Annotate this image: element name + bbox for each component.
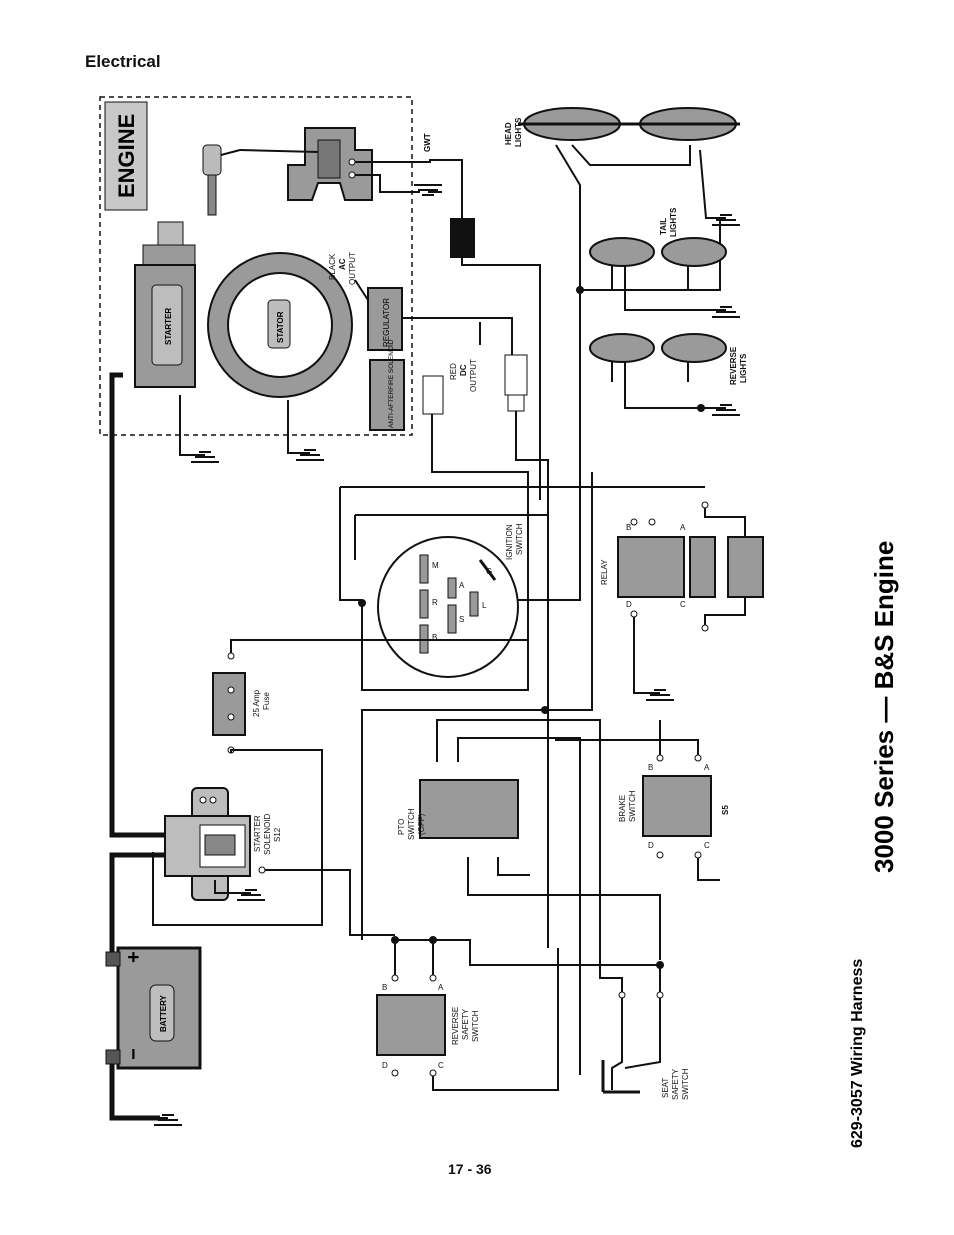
stator: STATOR	[207, 252, 353, 398]
svg-text:BRAKE: BRAKE	[618, 795, 627, 822]
svg-text:A: A	[680, 523, 686, 532]
svg-text:B: B	[626, 523, 631, 532]
starter-solenoid: STARTER SOLENOID S12	[164, 787, 395, 936]
tail-lights: TAIL LIGHTS	[589, 207, 741, 318]
svg-text:SAFETY: SAFETY	[671, 1068, 680, 1100]
page-subtitle: 629-3057 Wiring Harness	[849, 959, 866, 1148]
section-heading: Electrical	[85, 52, 161, 71]
svg-text:S5: S5	[721, 805, 730, 815]
svg-text:SOLENOID: SOLENOID	[263, 813, 272, 855]
black-ac-label: BLACK AC OUTPUT	[328, 252, 357, 285]
battery-plus: +	[123, 951, 145, 963]
svg-text:LIGHTS: LIGHTS	[514, 117, 523, 147]
svg-text:ANTI-AFTERFIRE SOLENOID: ANTI-AFTERFIRE SOLENOID	[388, 339, 395, 428]
svg-text:D: D	[648, 841, 654, 850]
battery: BATTERY + −	[105, 946, 202, 1070]
svg-text:M: M	[432, 561, 439, 570]
svg-text:Fuse: Fuse	[262, 692, 271, 710]
svg-text:A: A	[459, 581, 465, 590]
svg-text:(OFF): (OFF)	[417, 813, 426, 835]
page-title: 3000 Series — B&S Engine	[869, 541, 899, 873]
svg-text:REVERSE: REVERSE	[729, 346, 738, 385]
relay: B A D C RELAY	[600, 501, 764, 701]
spark-plug-icon	[202, 144, 241, 216]
svg-text:AC: AC	[338, 258, 347, 270]
stator-label: STATOR	[276, 311, 285, 343]
svg-text:SWITCH: SWITCH	[515, 523, 524, 555]
svg-text:DC: DC	[459, 364, 468, 376]
svg-text:SWITCH: SWITCH	[628, 790, 637, 822]
svg-text:BATTERY: BATTERY	[159, 994, 168, 1032]
svg-text:C: C	[704, 841, 710, 850]
starter-motor: STARTER	[134, 221, 196, 388]
anti-afterfire-solenoid: ANTI-AFTERFIRE SOLENOID	[369, 339, 405, 431]
ignition-switch[interactable]: M R B A S L G IGNITION SWITCH	[377, 523, 524, 678]
svg-text:HEAD: HEAD	[504, 122, 513, 145]
brake-switch[interactable]: B A D C BRAKE SWITCH S5	[555, 720, 730, 881]
svg-text:OUTPUT: OUTPUT	[469, 359, 478, 392]
svg-text:REVERSE: REVERSE	[451, 1007, 460, 1045]
svg-text:S: S	[459, 615, 464, 624]
gwt-label: GWT	[423, 133, 432, 152]
svg-text:TAIL: TAIL	[659, 218, 668, 235]
svg-text:LIGHTS: LIGHTS	[669, 207, 678, 237]
svg-text:SEAT: SEAT	[661, 1078, 670, 1098]
svg-text:A: A	[438, 983, 444, 992]
svg-text:STARTER: STARTER	[253, 815, 262, 852]
svg-text:B: B	[382, 983, 387, 992]
svg-text:RELAY: RELAY	[600, 559, 609, 585]
svg-text:G: G	[486, 567, 492, 576]
svg-text:LIGHTS: LIGHTS	[739, 353, 748, 383]
svg-text:C: C	[680, 600, 686, 609]
svg-text:L: L	[482, 601, 487, 610]
svg-text:SWITCH: SWITCH	[471, 1010, 480, 1042]
svg-text:PTO: PTO	[397, 819, 406, 835]
engine-block: ENGINE	[99, 96, 413, 436]
ignition-coil-icon	[239, 127, 373, 201]
svg-text:SWITCH: SWITCH	[681, 1068, 690, 1100]
page-number: 17 - 36	[448, 1161, 492, 1177]
reverse-safety-switch[interactable]: B A D C REVERSE SAFETY SWITCH	[376, 936, 660, 1091]
svg-text:SAFETY: SAFETY	[461, 1008, 470, 1040]
svg-text:D: D	[382, 1061, 388, 1070]
starter-label: STARTER	[164, 308, 173, 345]
fuse-25-amp: 25 Amp Fuse	[152, 639, 528, 926]
regulator-label: REGULATOR	[382, 298, 391, 347]
diode-block	[450, 218, 475, 258]
gwt-terminal: GWT	[348, 133, 463, 218]
svg-text:B: B	[432, 633, 437, 642]
svg-text:B: B	[648, 763, 653, 772]
svg-text:R: R	[432, 598, 438, 607]
svg-text:SWITCH: SWITCH	[407, 808, 416, 840]
svg-text:RED: RED	[449, 363, 458, 380]
reverse-lights: REVERSE LIGHTS	[589, 333, 748, 416]
pto-switch[interactable]: PTO SWITCH (OFF)	[397, 719, 661, 1075]
svg-text:S12: S12	[273, 827, 282, 842]
svg-text:IGNITION: IGNITION	[505, 524, 514, 560]
svg-text:D: D	[626, 600, 632, 609]
seat-safety-switch[interactable]: SEAT SAFETY SWITCH	[599, 930, 690, 1100]
battery-minus: −	[123, 1048, 145, 1060]
svg-text:A: A	[704, 763, 710, 772]
svg-text:C: C	[438, 1061, 444, 1070]
svg-text:BLACK: BLACK	[328, 253, 337, 280]
svg-text:OUTPUT: OUTPUT	[348, 252, 357, 285]
svg-text:25 Amp: 25 Amp	[252, 689, 261, 717]
head-lights: HEAD LIGHTS	[504, 107, 741, 291]
engine-label: ENGINE	[114, 114, 139, 198]
regulator: REGULATOR	[354, 279, 513, 355]
